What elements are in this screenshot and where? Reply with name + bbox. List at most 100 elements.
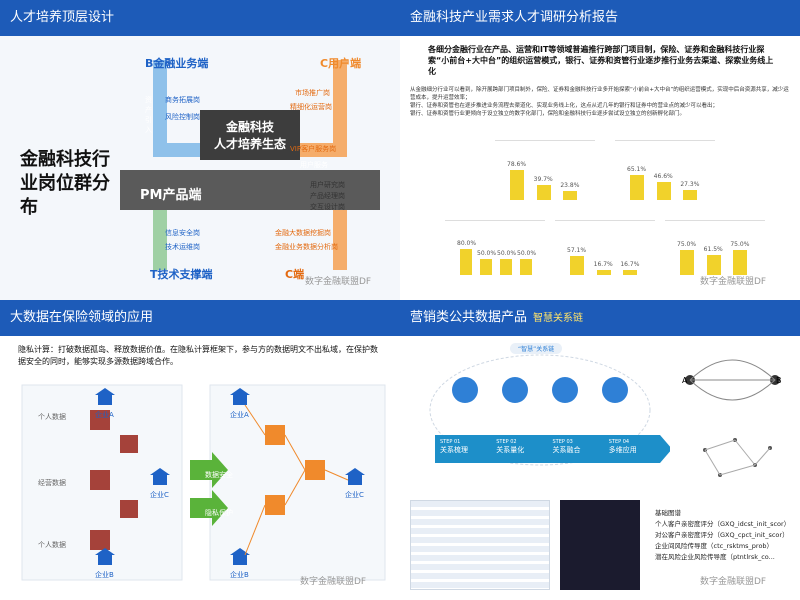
panel-title: 金融科技产业需求人才调研分析报告 (400, 0, 800, 36)
feature-bullets: 基础图谱 个人客户亲密度评分（GXQ_idcst_init_scor） 对公客户… (655, 508, 800, 563)
b-vertical: 资产引入 (145, 96, 152, 134)
bar-label: 57.1% (567, 247, 587, 255)
bar (656, 182, 671, 200)
bullet-1: 个人客户亲密度评分（GXQ_idcst_init_scor） (655, 520, 791, 528)
step-tag: STEP 03 (552, 439, 573, 445)
data-table-thumbnail (410, 500, 550, 590)
bank-right-2: 企业C (345, 491, 364, 499)
bar-label: 27.3% (680, 180, 700, 188)
bar (706, 254, 721, 275)
post-distribution-label: 金融科技行业岗位群分布 (20, 149, 110, 218)
t-unit: T技术支撑端 (150, 268, 213, 281)
bar (500, 258, 512, 275)
bullet-4: 潜在风险企业风险传导度（ptntlrsk_co... (655, 553, 775, 561)
bar-label: 65.1% (627, 166, 647, 174)
bar-label: 61.5% (703, 245, 723, 253)
bank-left-2: 企业C (150, 491, 169, 499)
bar (510, 170, 524, 200)
panel-survey-report: 金融科技产业需求人才调研分析报告 各细分金融行业在产品、运营和IT等领域普遍推行… (400, 0, 800, 300)
mini-chart-b2: 75.0%61.5%75.0% (665, 220, 765, 275)
bank-left-1: 企业B (95, 571, 114, 579)
panel-talent-design: 人才培养顶层设计 金融科技行业岗位群分布 金融科技 人才培养生态 B金融业务端 … (0, 0, 400, 300)
bank-right-1: 企业B (230, 571, 249, 579)
bar (683, 189, 698, 200)
bar (733, 250, 748, 275)
arrow-label-security: 数据安全 (205, 471, 233, 479)
privacy-diagram (21, 384, 386, 581)
d-item-0: 金融大数据挖掘岗 (275, 229, 331, 237)
node-label-2: 个人数据 (38, 541, 66, 549)
b-item-0: 商务拓展岗 (165, 96, 200, 104)
bar-label: 16.7% (593, 260, 613, 268)
mini-charts: 78.6%39.7%23.8% 65.1% 46.6% 27.3% 80.0% 50.0%… (400, 130, 800, 300)
center-ecosystem: 金融科技 人才培养生态 (200, 110, 300, 160)
bar-label: 46.6% (653, 173, 673, 181)
bar-label: 50.0% (497, 249, 517, 257)
bullet-3: 企业间风险传导度（ctc_rsktms_prob） (655, 542, 774, 550)
step-tag: STEP 01 (440, 439, 461, 445)
c-item-1: 精细化运营岗 (290, 103, 332, 111)
b-unit: B金融业务端 (145, 57, 209, 70)
panel-title: 大数据在保险领域的应用 (0, 300, 400, 336)
panel-title: 营销类公共数据产品 (410, 310, 528, 325)
bar-label: 75.0% (677, 241, 697, 249)
arrow-label-privacy: 隐私保护 (205, 509, 233, 517)
step-tag: STEP 04 (608, 439, 630, 445)
pm-item-2: 交互设计岗 (310, 203, 345, 211)
relationship-flow (429, 354, 670, 466)
c-unit: C用户端 (320, 57, 362, 70)
step-tag: STEP 02 (496, 439, 517, 445)
bar (623, 269, 638, 275)
bar (570, 256, 584, 275)
t-item-0: 信息安全岗 (165, 229, 200, 237)
bar (480, 258, 492, 275)
bullet-2: 银行、证券和资管行业更倾向于设立独立的数字化部门，保险和金融科技行业逐步尝试设立… (410, 111, 686, 117)
bullet-0: 基础图谱 (655, 509, 681, 517)
bank-left-0: 企业A (95, 411, 114, 419)
mini-chart-b0: 80.0%50.0%50.0%50.0% (445, 220, 545, 275)
bar (563, 190, 578, 200)
graph-node-a: A (682, 376, 688, 385)
mini-chart-t1: 65.1% 46.6% 27.3% (615, 140, 715, 200)
c-item-2: VIP客户服务岗 (290, 145, 337, 153)
b-item-1: 风险控制岗 (165, 113, 200, 121)
bar (460, 248, 472, 275)
bullet-0: 从金融细分行业可以看到，除开展跨部门项目制外，保险、证券和金融科技行业多开始探索… (410, 87, 789, 101)
bar-label: 80.0% (457, 239, 477, 247)
step-label: 关系量化 (496, 446, 525, 454)
left-label: 金融科技行业岗位群分布 (20, 148, 110, 220)
step-label: 关系融合 (552, 446, 581, 454)
c-item-0: 市场推广岗 (295, 89, 330, 97)
node-label-0: 个人数据 (38, 413, 66, 421)
bullet-2: 对公客户亲密度评分（GXQ_cpct_init_scor） (655, 531, 789, 539)
mini-chart-b1: 57.1% 16.7% 16.7% (555, 220, 655, 275)
d-item-1: 金融业务数据分析岗 (275, 243, 338, 251)
watermark: 数字金融联盟DF (305, 277, 372, 287)
bar-label: 50.0% (517, 249, 537, 257)
node-label-1: 经营数据 (38, 479, 66, 487)
panel-title: 人才培养顶层设计 (0, 0, 400, 36)
c-vertical: 用户服务 (300, 161, 328, 169)
bar (536, 184, 551, 200)
bar (680, 250, 694, 275)
step-label: 多维应用 (608, 446, 637, 454)
bar-label: 23.8% (560, 181, 580, 189)
watermark: 数字金融联盟DF (700, 277, 767, 287)
bar (520, 258, 532, 275)
lead-text: 各细分金融行业在产品、运营和IT等领域普遍推行跨部门项目制，保险、证券和金融科技… (428, 45, 774, 76)
bank-right-0: 企业A (230, 411, 249, 419)
mini-chart-t0: 78.6%39.7%23.8% (495, 140, 595, 200)
panel-title-bar: 营销类公共数据产品智慧关系链 (400, 300, 800, 336)
bar-label: 16.7% (620, 260, 640, 268)
watermark: 数字金融联盟DF (700, 577, 767, 587)
top-pill: “智慧”关系链 (510, 343, 563, 354)
bar-label: 78.6% (507, 161, 527, 169)
t-item-1: 技术运维岗 (165, 243, 200, 251)
d-unit: C端 (285, 268, 305, 281)
bullet-1: 银行、证券和资管也在逐步推进业务流程去渠道化、实现业务线上化，这点从近几年的银行… (410, 103, 719, 109)
